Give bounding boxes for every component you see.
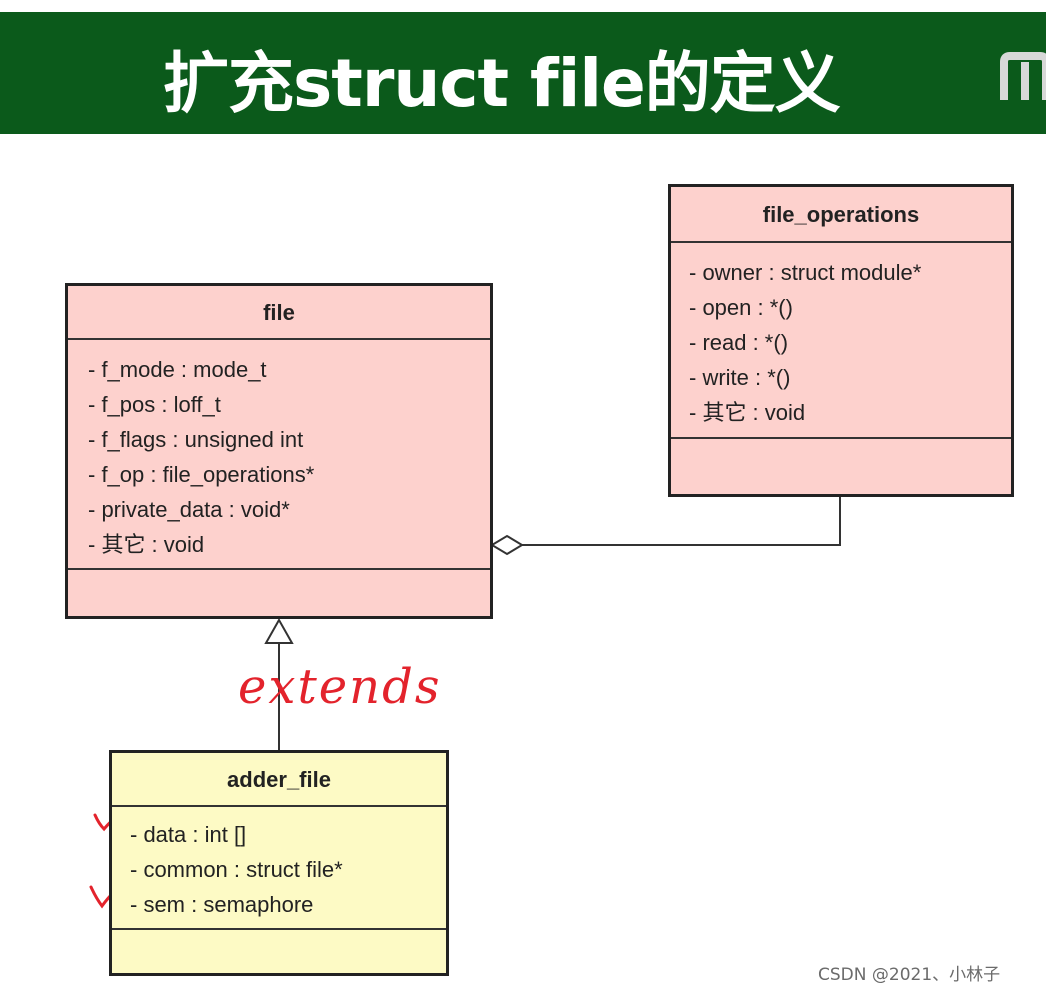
class-attribute: - f_flags : unsigned int: [88, 427, 304, 452]
class-name: adder_file: [112, 753, 446, 807]
class-attribute: - f_mode : mode_t: [88, 357, 267, 382]
watermark: CSDN @2021、小林子: [818, 965, 1001, 985]
aggregation-diamond: [490, 534, 524, 556]
class-methods: [68, 570, 490, 616]
class-attribute: - 其它 : void: [88, 532, 205, 557]
class-adder-file: adder_file - data : int [] - common : st…: [109, 750, 449, 976]
class-attributes: - data : int [] - common : struct file* …: [112, 807, 446, 930]
class-attribute: - 其它 : void: [689, 400, 806, 425]
title-bar: 扩充struct file的定义: [0, 12, 1046, 134]
class-attribute: - sem : semaphore: [130, 892, 314, 917]
class-attribute: - private_data : void*: [88, 497, 290, 522]
class-attribute: - owner : struct module*: [689, 260, 922, 285]
class-file-operations: file_operations - owner : struct module*…: [668, 184, 1014, 497]
class-methods: [671, 439, 1011, 494]
class-attribute: - read : *(): [689, 330, 789, 355]
slide-title: 扩充struct file的定义: [163, 45, 841, 122]
class-attribute: - f_pos : loff_t: [88, 392, 221, 417]
class-attribute: - write : *(): [689, 365, 791, 390]
class-name: file: [68, 286, 490, 340]
class-name: file_operations: [671, 187, 1011, 243]
aggregation-line: [520, 495, 841, 546]
class-file: file - f_mode : mode_t - f_pos : loff_t …: [65, 283, 493, 619]
class-attributes: - f_mode : mode_t - f_pos : loff_t - f_f…: [68, 340, 490, 570]
class-attribute: - open : *(): [689, 295, 793, 320]
class-methods: [112, 930, 446, 973]
extends-label: extends: [238, 659, 441, 715]
generalization-arrowhead: [264, 617, 294, 644]
class-attribute: - f_op : file_operations*: [88, 462, 315, 487]
extends-annotation: extends: [238, 659, 441, 715]
class-attribute: - common : struct file*: [130, 857, 343, 882]
class-attributes: - owner : struct module* - open : *() - …: [671, 243, 1011, 439]
class-attribute: - data : int []: [130, 822, 247, 847]
